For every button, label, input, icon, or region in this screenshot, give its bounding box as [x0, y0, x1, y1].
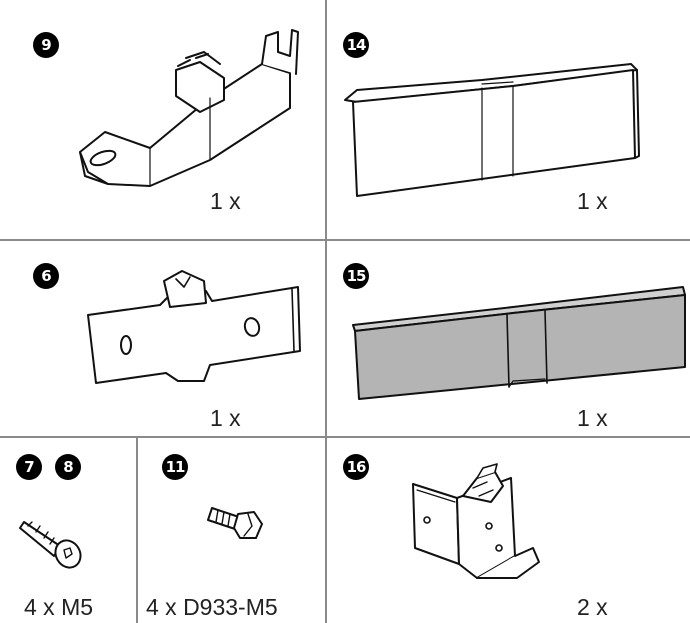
- end-bracket-part-16-illustration: [412, 463, 540, 579]
- part-7-8-cell: 7 8 4 x M5: [0, 438, 136, 623]
- part-14-quantity: 1 x: [577, 188, 608, 214]
- part-11-cell: 11 4 x D933-M5: [138, 438, 325, 623]
- part-11-quantity: 4 x D933-M5: [146, 594, 278, 620]
- part-6-badge: 6: [33, 263, 59, 289]
- part-14-cell: 14 1 x: [327, 0, 690, 239]
- part-16-quantity: 2 x: [577, 594, 608, 620]
- divider-horizontal-bottom: [0, 436, 690, 438]
- part-7-badge: 7: [16, 454, 42, 480]
- part-16-badge: 16: [343, 454, 369, 480]
- part-11-badge: 11: [162, 454, 188, 480]
- part-8-badge: 8: [55, 454, 81, 480]
- part-15-cell: 15 1 x: [327, 241, 690, 436]
- part-14-badge: 14: [343, 32, 369, 58]
- part-15-quantity: 1 x: [577, 405, 608, 431]
- divider-horizontal-top: [0, 239, 690, 241]
- part-9-cell: 9 1 x: [0, 0, 325, 239]
- part-9-quantity: 1 x: [210, 188, 241, 214]
- screw-m5-illustration: [19, 521, 82, 569]
- strip-part-15-illustration: [352, 286, 686, 400]
- part-16-cell: 16 2 x: [327, 438, 690, 623]
- part-9-badge: 9: [33, 32, 59, 58]
- plate-part-6-illustration: [87, 270, 301, 384]
- strip-part-14-illustration: [344, 63, 640, 197]
- bracket-part-9-illustration: [79, 29, 299, 187]
- divider-vertical-main: [325, 0, 327, 623]
- part-6-quantity: 1 x: [210, 405, 241, 431]
- part-6-cell: 6 1 x: [0, 241, 325, 436]
- part-15-badge: 15: [343, 263, 369, 289]
- divider-vertical-bottom-left: [136, 437, 138, 623]
- part-7-8-quantity: 4 x M5: [24, 594, 94, 620]
- bolt-d933-m5-illustration: [207, 507, 263, 539]
